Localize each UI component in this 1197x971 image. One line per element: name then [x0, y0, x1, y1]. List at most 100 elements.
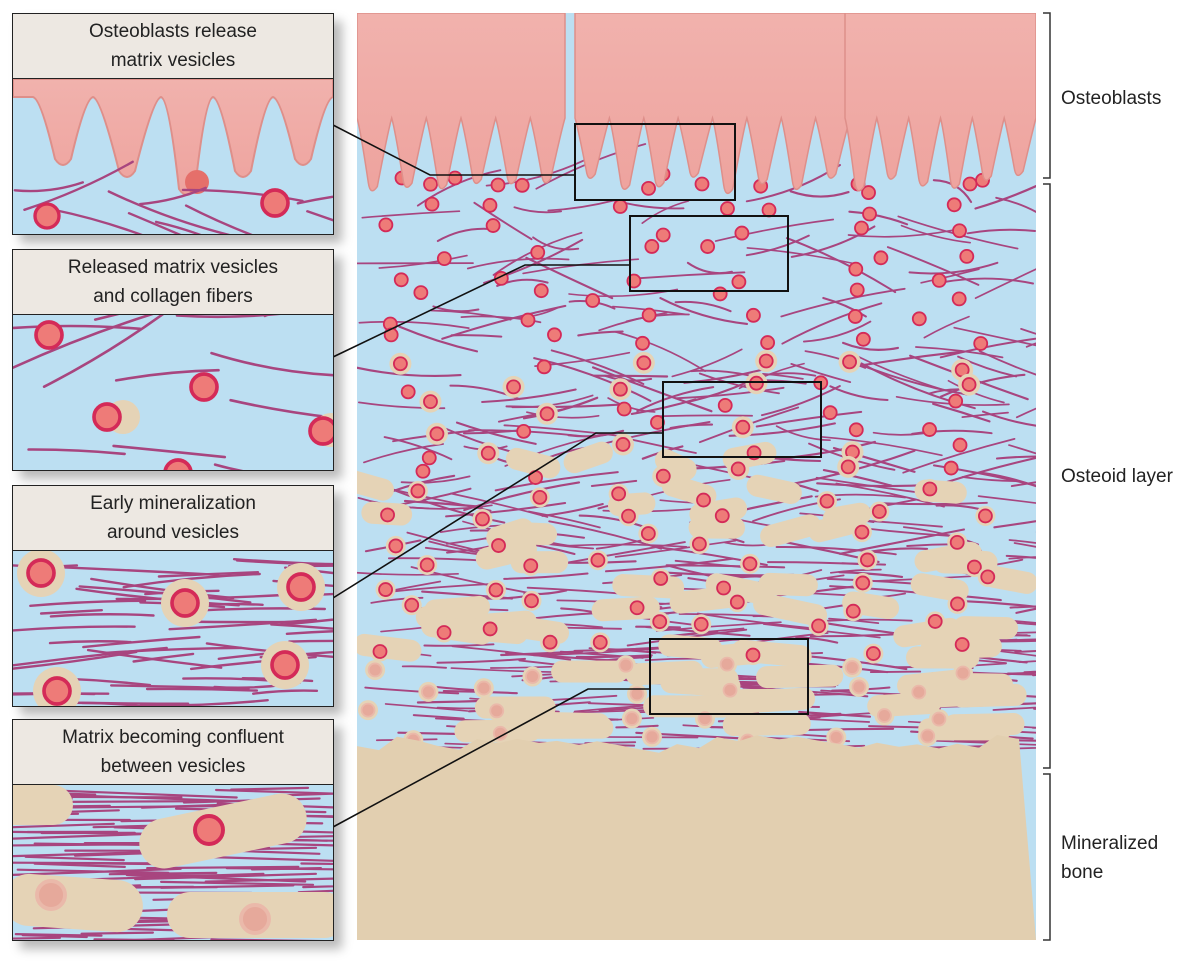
collagen-fiber — [785, 237, 897, 294]
matrix-vesicle — [871, 504, 887, 519]
matrix-vesicle — [911, 684, 927, 700]
collagen-fiber — [1018, 660, 1036, 663]
matrix-vesicle — [696, 492, 711, 508]
mineral-deposit — [746, 474, 802, 504]
collagen-fiber — [908, 261, 999, 275]
collagen-fiber — [961, 476, 1017, 483]
matrix-vesicle — [635, 335, 650, 351]
collagen-fiber — [302, 885, 333, 889]
matrix-vesicle — [655, 468, 671, 484]
matrix-vesicle — [410, 483, 426, 499]
collagen-fiber — [1030, 585, 1036, 588]
panel-fluid — [13, 315, 333, 470]
collagen-fiber — [614, 331, 706, 372]
matrix-vesicle — [855, 331, 871, 347]
collagen-fiber — [886, 246, 980, 286]
matrix-vesicle — [308, 416, 333, 446]
collagen-fiber — [869, 670, 922, 674]
collagen-fiber — [915, 346, 1004, 359]
matrix-vesicle — [922, 481, 938, 497]
matrix-vesicle — [380, 507, 395, 523]
matrix-vesicle — [286, 572, 316, 602]
collagen-fiber — [108, 871, 218, 876]
collagen-fiber — [977, 495, 1036, 504]
collagen-fiber — [122, 572, 261, 589]
panel-illustration — [13, 315, 333, 470]
matrix-vesicle — [485, 218, 501, 233]
matrix-vesicle — [436, 251, 452, 267]
collagen-fiber — [1014, 650, 1036, 654]
collagen-fiber — [503, 572, 589, 580]
collagen-fiber — [567, 543, 688, 548]
collagen-fiber — [204, 877, 333, 883]
matrix-vesicle — [760, 335, 776, 350]
collagen-fiber — [139, 699, 269, 706]
collagen-fiber — [13, 324, 142, 331]
panel-illustration — [13, 785, 333, 940]
collagen-fiber — [1015, 407, 1036, 419]
collagen-fiber — [822, 296, 867, 318]
collagen-fiber — [760, 385, 841, 417]
collagen-fiber — [450, 667, 556, 673]
collagen-fiber — [455, 421, 537, 445]
collagen-fiber — [210, 351, 333, 377]
mineral-deposit — [475, 538, 537, 570]
leader-lines — [332, 124, 663, 828]
matrix-vesicle — [922, 422, 937, 437]
matrix-vesicle — [621, 508, 636, 524]
zoom-box — [629, 215, 789, 292]
matrix-vesicle — [950, 596, 965, 612]
collagen-fiber — [532, 236, 580, 251]
panel-illustration — [13, 79, 333, 234]
matrix-vesicle — [618, 657, 634, 673]
matrix-vesicle — [742, 556, 758, 572]
panel-illustration — [13, 551, 333, 706]
collagen-fiber — [481, 388, 577, 403]
collagen-fiber — [592, 366, 713, 413]
collagen-fiber — [401, 665, 448, 669]
matrix-vesicle — [951, 291, 967, 307]
matrix-vesicle — [854, 220, 869, 236]
matrix-vesicle — [488, 582, 504, 598]
matrix-vesicle — [730, 461, 746, 477]
collagen-fiber — [112, 444, 227, 459]
collagen-fiber — [1023, 670, 1036, 674]
osteoblast-cells — [357, 13, 1036, 195]
collagen-fiber — [804, 727, 895, 732]
collagen-fiber — [1033, 707, 1036, 710]
matrix-vesicle — [636, 355, 652, 371]
collagen-fiber — [168, 618, 318, 631]
collagen-fiber — [154, 220, 202, 234]
collagen-fiber — [383, 436, 453, 461]
collagen-fiber — [923, 315, 970, 339]
matrix-vesicle — [421, 450, 437, 466]
panel-early: Early mineralization around vesicles — [12, 485, 334, 707]
collagen-fiber — [497, 408, 566, 423]
collagen-fiber — [230, 786, 310, 791]
matrix-vesicle — [193, 814, 225, 846]
leader-line — [332, 124, 575, 176]
matrix-vesicle — [948, 393, 964, 409]
mineral-deposit — [688, 516, 746, 539]
collagen-fiber — [1008, 444, 1036, 455]
collagen-fiber — [655, 621, 782, 632]
zoom-box — [649, 638, 809, 715]
zoom-boxes — [574, 123, 822, 715]
collagen-fiber — [27, 448, 126, 456]
matrix-vesicle — [694, 176, 710, 192]
matrix-vesicle — [700, 239, 716, 254]
matrix-vesicle — [735, 419, 751, 435]
collagen-fiber — [1005, 554, 1036, 559]
matrix-vesicle — [525, 669, 540, 684]
collagen-fiber — [364, 686, 460, 695]
mineral-deposit — [551, 660, 629, 683]
collagen-fiber — [920, 268, 980, 284]
collagen-fiber — [436, 227, 492, 243]
collagen-fiber — [82, 635, 201, 649]
matrix-vesicle — [862, 206, 877, 222]
layer-bracket — [1043, 12, 1051, 179]
matrix-vesicle — [822, 405, 838, 421]
collagen-fiber — [738, 362, 805, 390]
collagen-fiber — [614, 539, 737, 558]
panel-title: Early mineralization around vesicles — [13, 486, 333, 551]
